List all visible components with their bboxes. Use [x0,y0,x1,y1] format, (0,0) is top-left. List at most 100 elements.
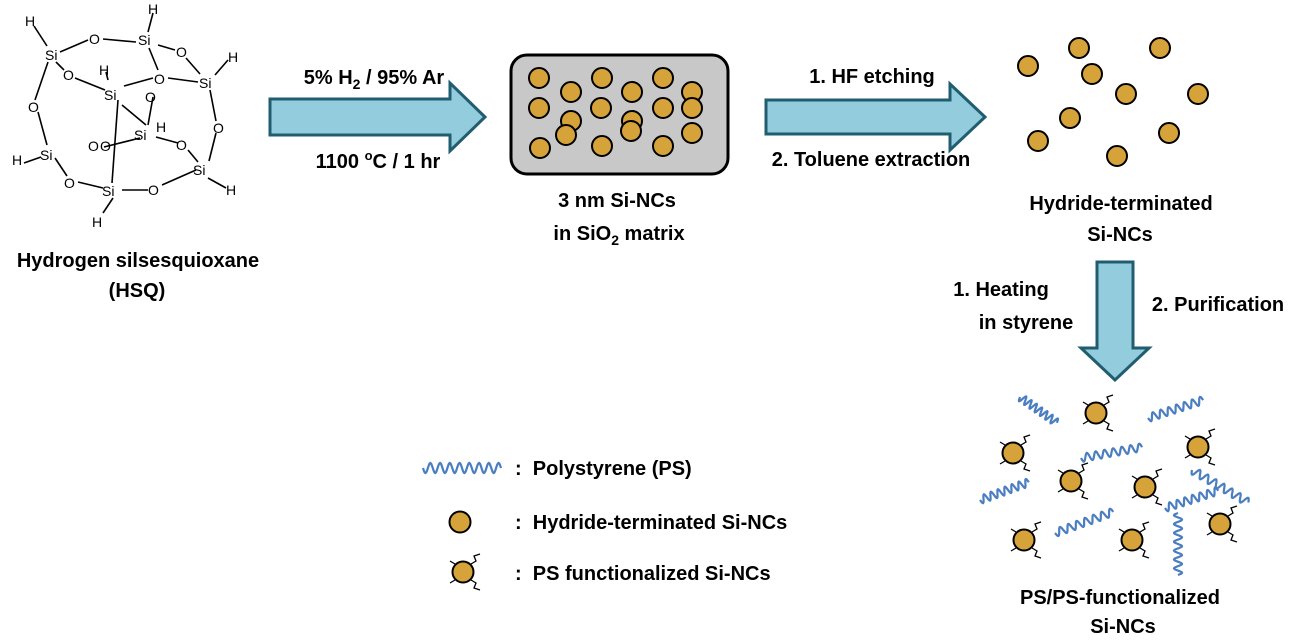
functionalized-nanocrystal [1012,528,1036,552]
hydride-nanocrystal [1027,130,1049,152]
anneal-temp-label: 1100 oC / 1 hr [316,148,441,173]
ligand-chain [1152,494,1163,506]
ligand-chain [1227,505,1238,517]
hsq-atom: Si [104,87,116,103]
hydride-nanocrystal [1115,83,1137,105]
ligand-chain [470,553,481,565]
functionalized-nanocrystal [1208,512,1232,536]
functionalized-nanocrystal [1084,401,1108,425]
hsq-atom: O [28,99,39,115]
hsq-atom: H [156,119,166,135]
ligand-chain [1206,512,1213,517]
polystyrene-chain [1080,442,1144,463]
matrix-nanocrystals [528,67,703,159]
functionalized-nanocrystal [1120,528,1144,552]
ligand-chain [1020,460,1031,472]
hsq-atom: O [176,137,187,153]
embedded-nanocrystal [591,67,613,89]
ligand-chain [1131,494,1138,499]
hydride-nanocrystals [1017,37,1209,167]
polystyrene-chain [1147,395,1205,423]
legend-hydride-label: : Hydride-terminated Si-NCs [515,512,787,534]
ps-functionalized-nanocrystal [1082,394,1114,432]
ps-functionalized-nanocrystal [999,434,1031,472]
purification-step-label: 2. Purification [1152,294,1284,316]
legend-ps-label: : Polystyrene (PS) [515,458,692,480]
hsq-atom: O [63,67,74,83]
ps-functionalized-nanocrystal [1206,505,1238,543]
ligand-chain [1057,469,1064,474]
polystyrene-chain [1164,486,1220,513]
hsq-atom: H [99,62,109,78]
hsq-atom: O [148,182,159,198]
hsq-atoms: H Si O Si H O H Si O H Si O O O O Si H H… [12,1,238,230]
functionalized-nanocrystal [1001,441,1025,465]
hydride-nanocrystal [1068,37,1090,59]
ligand-chain [999,460,1006,465]
ligand-chain [449,560,456,565]
hsq-atom: Si [138,32,150,48]
hsq-atom: H [148,1,158,17]
embedded-nanocrystal [560,81,582,103]
etching-step-label: 1. HF etching [809,66,935,88]
hydride-nanocrystal [1081,63,1103,85]
hsq-atom: O [154,71,165,87]
hsq-atom: H [92,214,102,230]
functionalized-nanocrystal [1133,475,1157,499]
ligand-chain [1020,434,1031,446]
hsq-atom: O [176,44,187,60]
arrow-etching [764,80,988,154]
ligand-chain [1103,394,1114,406]
ligand-chain [1031,547,1042,559]
embedded-nanocrystal [528,67,550,89]
hydride-nanocrystal [1017,55,1039,77]
hydride-nanocrystal [1149,37,1171,59]
functionalized-nanocrystal [1059,469,1083,493]
hsq-atom: O [145,89,156,105]
ligand-chain [1078,462,1089,474]
hsq-atom: O [100,138,111,154]
hsq-atom: Si [193,162,205,178]
ligand-chain [1082,420,1089,425]
legend-polystyrene-icon [421,461,503,475]
embedded-nanocrystal [652,67,674,89]
functionalized-nanocrystal [1186,435,1210,459]
ligand-chain [1205,454,1216,466]
ps-functionalized-nanocrystal [1131,468,1163,506]
hsq-structure: H Si O Si H O H Si O H Si O O O O Si H H… [12,1,238,230]
hsq-atom: Si [199,75,211,91]
hydride-nanocrystal [1059,107,1081,129]
product-label-line2: Si-NCs [1090,616,1156,638]
ligand-chain [1184,435,1191,440]
product-label-line1: PS/PS-functionalized [1020,587,1220,609]
hydride-label-line2: Si-NCs [1087,224,1153,246]
embedded-nanocrystal [528,97,550,119]
hsq-atom: H [25,13,35,29]
embedded-nanocrystal [591,135,613,157]
ligand-chain [1205,428,1216,440]
polystyrene-chain [1054,507,1115,538]
hsq-atom: Si [45,47,57,63]
embedded-nanocrystal [652,97,674,119]
embedded-nanocrystal [621,81,643,103]
hsq-atom: Si [40,147,52,163]
polystyrene-chain [1190,468,1250,504]
ligand-chain [1078,488,1089,500]
matrix-label-line1: 3 nm Si-NCs [558,190,676,212]
embedded-nanocrystal [590,97,612,119]
embedded-nanocrystal [555,124,577,146]
embedded-nanocrystal [652,135,674,157]
legend [421,461,503,591]
ps-functionalized-nanocrystal [1057,462,1089,500]
ligand-chain [1103,420,1114,432]
heating-step-label: 1. Heating [953,279,1049,301]
hsq-atom: Si [102,183,114,199]
embedded-nanocrystal [529,137,551,159]
ligand-chain [1031,521,1042,533]
ps-functionalized-nanocrystal [1010,521,1042,559]
arrow-functionalization [1077,260,1153,383]
hsq-atom: O [88,138,99,154]
hsq-atom: Si [134,127,146,143]
polystyrene-chain [1017,395,1060,425]
